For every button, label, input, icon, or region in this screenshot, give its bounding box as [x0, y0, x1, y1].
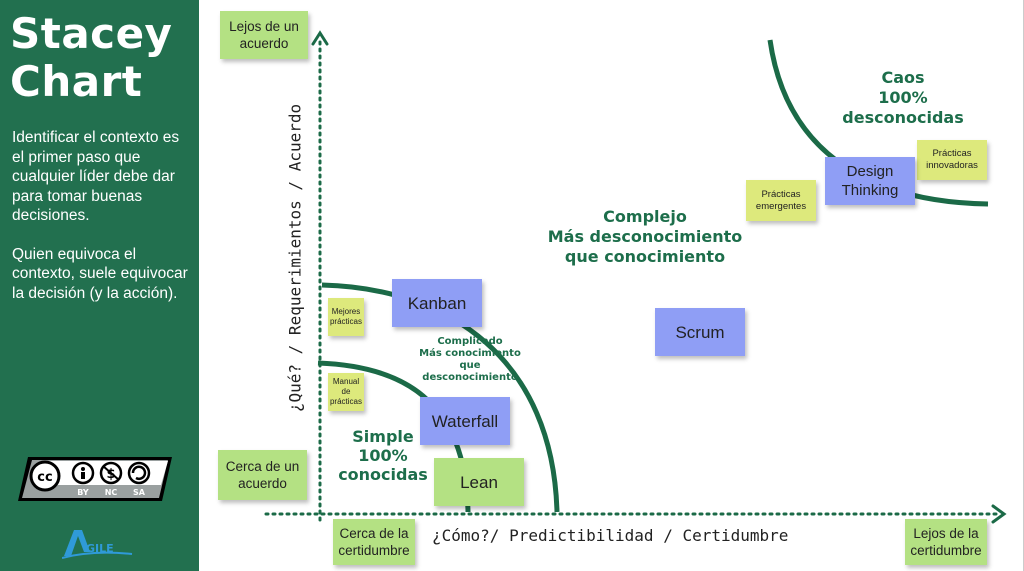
note-best-practices: Mejores prácticas — [328, 298, 364, 336]
note-practice-manual: Manual de prácticas — [328, 373, 364, 411]
zone-complex-line-2: Más desconocimiento — [547, 227, 743, 246]
zone-complicated-line-3: que — [459, 360, 481, 371]
zone-chaos: Caos 100% desconocidas — [823, 68, 983, 128]
y-axis-label: ¿Qué? / Requerimientos / Acuerdo — [285, 103, 305, 413]
intro-paragraph-1: Identificar el contexto es el primer pas… — [12, 129, 180, 224]
intro-text: Identificar el contexto es el primer pas… — [12, 128, 192, 322]
note-far-from-agreement: Lejos de un acuerdo — [220, 11, 308, 59]
creative-commons-badge: cc $ BY NC SA — [18, 457, 172, 501]
zone-simple-line-2: 100% — [358, 446, 408, 465]
cc-label-sa: SA — [133, 488, 146, 497]
note-design-thinking: Design Thinking — [825, 157, 915, 205]
zone-complex: Complejo Más desconocimiento que conocim… — [520, 207, 770, 267]
agile-logo: GILE — [62, 530, 133, 559]
zone-complicated-line-1: Complicado — [437, 336, 503, 347]
zone-simple: Simple 100% conocidas — [328, 427, 438, 484]
zone-complex-line-1: Complejo — [603, 207, 687, 226]
title-line-2: Chart — [10, 57, 143, 106]
note-near-agreement: Cerca de un acuerdo — [218, 450, 307, 500]
zone-simple-line-1: Simple — [352, 427, 414, 446]
zone-complicated-line-2: Más conocimiento — [419, 348, 521, 359]
title-line-1: Stacey — [10, 9, 173, 58]
sidebar: Stacey Chart Identificar el contexto es … — [0, 0, 199, 571]
intro-paragraph-2: Quien equivoca el contexto, suele equivo… — [12, 245, 188, 302]
x-axis-arrowhead — [991, 504, 1007, 524]
zone-complicated: Complicado Más conocimiento que desconoc… — [405, 336, 535, 384]
zone-chaos-line-3: desconocidas — [842, 108, 964, 127]
zone-complicated-line-4: desconocimiento — [422, 372, 518, 383]
zone-chaos-line-2: 100% — [878, 88, 928, 107]
note-kanban: Kanban — [392, 279, 482, 327]
x-axis-label: ¿Cómo?/ Predictibilidad / Certidumbre — [432, 526, 789, 545]
note-lean: Lean — [434, 458, 524, 506]
complicated-zone-boundary — [321, 282, 560, 513]
note-innovative-practices: Prácticas innovadoras — [917, 140, 987, 180]
note-waterfall: Waterfall — [420, 397, 510, 445]
agile-logo-text: GILE — [86, 542, 114, 555]
note-emergent-practices: Prácticas emergentes — [746, 180, 816, 221]
note-scrum: Scrum — [655, 308, 745, 356]
zone-chaos-line-1: Caos — [881, 68, 925, 87]
zone-simple-line-3: conocidas — [338, 465, 428, 484]
y-axis-arrowhead — [311, 30, 329, 46]
note-near-certainty: Cerca de la certidumbre — [333, 519, 415, 565]
note-far-from-certainty: Lejos de la certidumbre — [905, 519, 987, 565]
zone-complex-line-3: que conocimiento — [564, 247, 726, 266]
svg-text:$: $ — [106, 467, 115, 482]
cc-label-nc: NC — [105, 488, 118, 497]
cc-label-by: BY — [77, 488, 89, 497]
page-title: Stacey Chart — [10, 10, 172, 106]
svg-text:cc: cc — [37, 470, 52, 485]
